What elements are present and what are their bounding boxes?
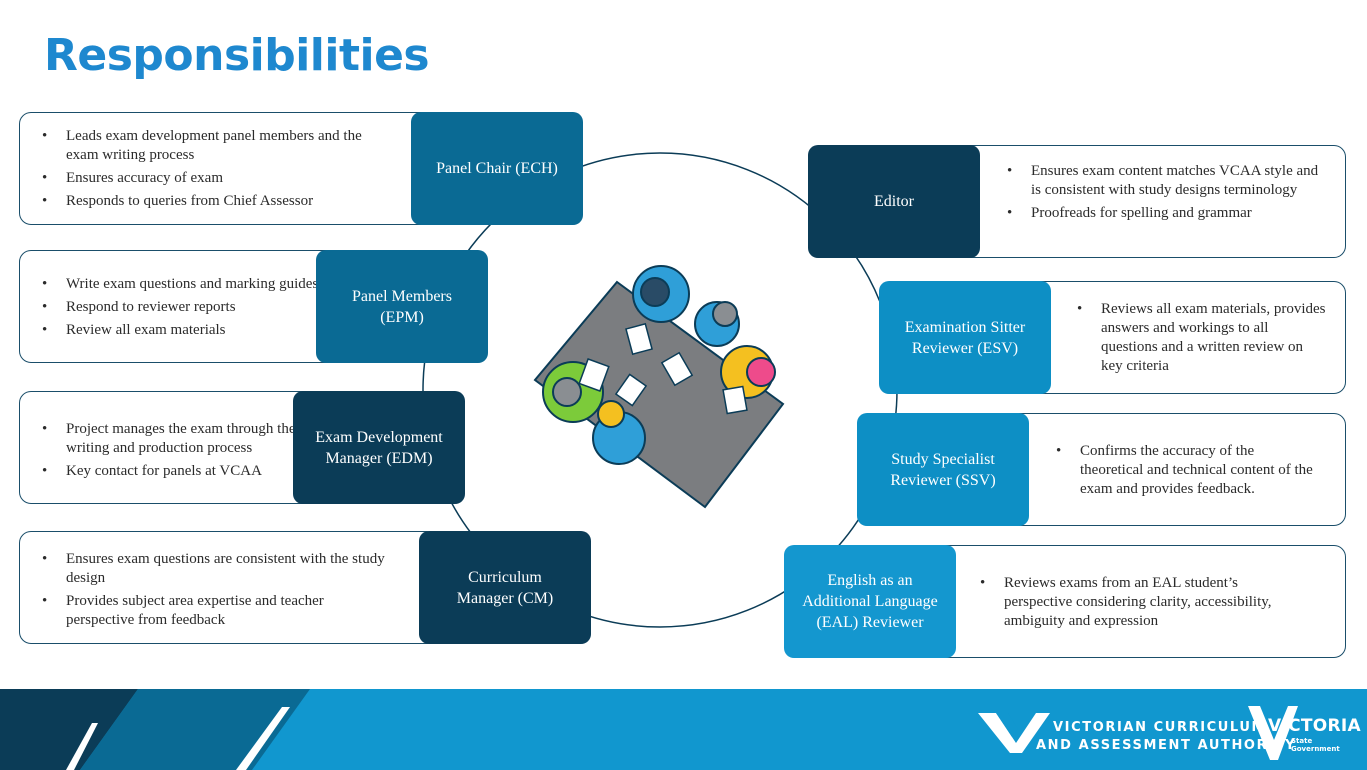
- bullet: Write exam questions and marking guides: [42, 275, 348, 294]
- card-edm: Project manages the exam through the wri…: [19, 391, 319, 504]
- vcaa-name-line1: VICTORIAN CURRICULUM: [1053, 720, 1267, 735]
- bullet: Confirms the accuracy of the theoretical…: [1056, 442, 1320, 499]
- card-panel-chair: Leads exam development panel members and…: [19, 112, 439, 225]
- bullet: Key contact for panels at VCAA: [42, 462, 318, 481]
- page-title: Responsibilities: [44, 30, 430, 81]
- bullet: Provides subject area expertise and teac…: [42, 592, 366, 630]
- role-curriculum-manager: Curriculum Manager (CM): [419, 531, 591, 644]
- role-study-specialist-reviewer: Study Specialist Reviewer (SSV): [857, 413, 1029, 526]
- card-curriculum-manager: Ensures exam questions are consistent wi…: [19, 531, 439, 644]
- role-editor: Editor: [808, 145, 980, 258]
- bullet: Respond to reviewer reports: [42, 298, 348, 317]
- victoria-wordmark: VICTORIA: [1268, 716, 1361, 736]
- meeting-table-illustration: [533, 265, 785, 509]
- card-editor: Ensures exam content matches VCAA style …: [940, 145, 1346, 258]
- bullet: Ensures accuracy of exam: [42, 169, 438, 188]
- bullet: Responds to queries from Chief Assessor: [42, 192, 438, 211]
- card-panel-members: Write exam questions and marking guides …: [19, 250, 349, 363]
- vcaa-name-line2: AND ASSESSMENT AUTHORITY: [1036, 738, 1297, 753]
- bullet: Review all exam materials: [42, 321, 348, 340]
- card-esv: Reviews all exam materials, provides ans…: [1010, 281, 1346, 394]
- victoria-state-government-logo: [1248, 706, 1298, 760]
- card-ssv: Confirms the accuracy of the theoretical…: [990, 413, 1346, 526]
- victoria-sub-state: State: [1291, 737, 1313, 745]
- role-panel-members: Panel Members (EPM): [316, 250, 488, 363]
- bullet: Leads exam development panel members and…: [42, 127, 396, 165]
- bullet: Reviews all exam materials, provides ans…: [1077, 300, 1326, 376]
- card-eal: Reviews exams from an EAL student’s pers…: [920, 545, 1346, 658]
- vcaa-logo-icon: [978, 713, 1050, 753]
- bullet: Ensures exam questions are consistent wi…: [42, 550, 386, 588]
- role-panel-chair: Panel Chair (ECH): [411, 112, 583, 225]
- bullet: Ensures exam content matches VCAA style …: [1007, 162, 1321, 200]
- role-examination-sitter-reviewer: Examination Sitter Reviewer (ESV): [879, 281, 1051, 394]
- bullet: Reviews exams from an EAL student’s pers…: [980, 574, 1304, 631]
- role-eal-reviewer: English as an Additional Language (EAL) …: [784, 545, 956, 658]
- victoria-sub-government: Government: [1291, 745, 1340, 753]
- role-exam-development-manager: Exam Development Manager (EDM): [293, 391, 465, 504]
- bullet: Project manages the exam through the wri…: [42, 420, 296, 458]
- bullet: Proofreads for spelling and grammar: [1007, 204, 1345, 223]
- footer-stripes-graphic: [0, 689, 310, 770]
